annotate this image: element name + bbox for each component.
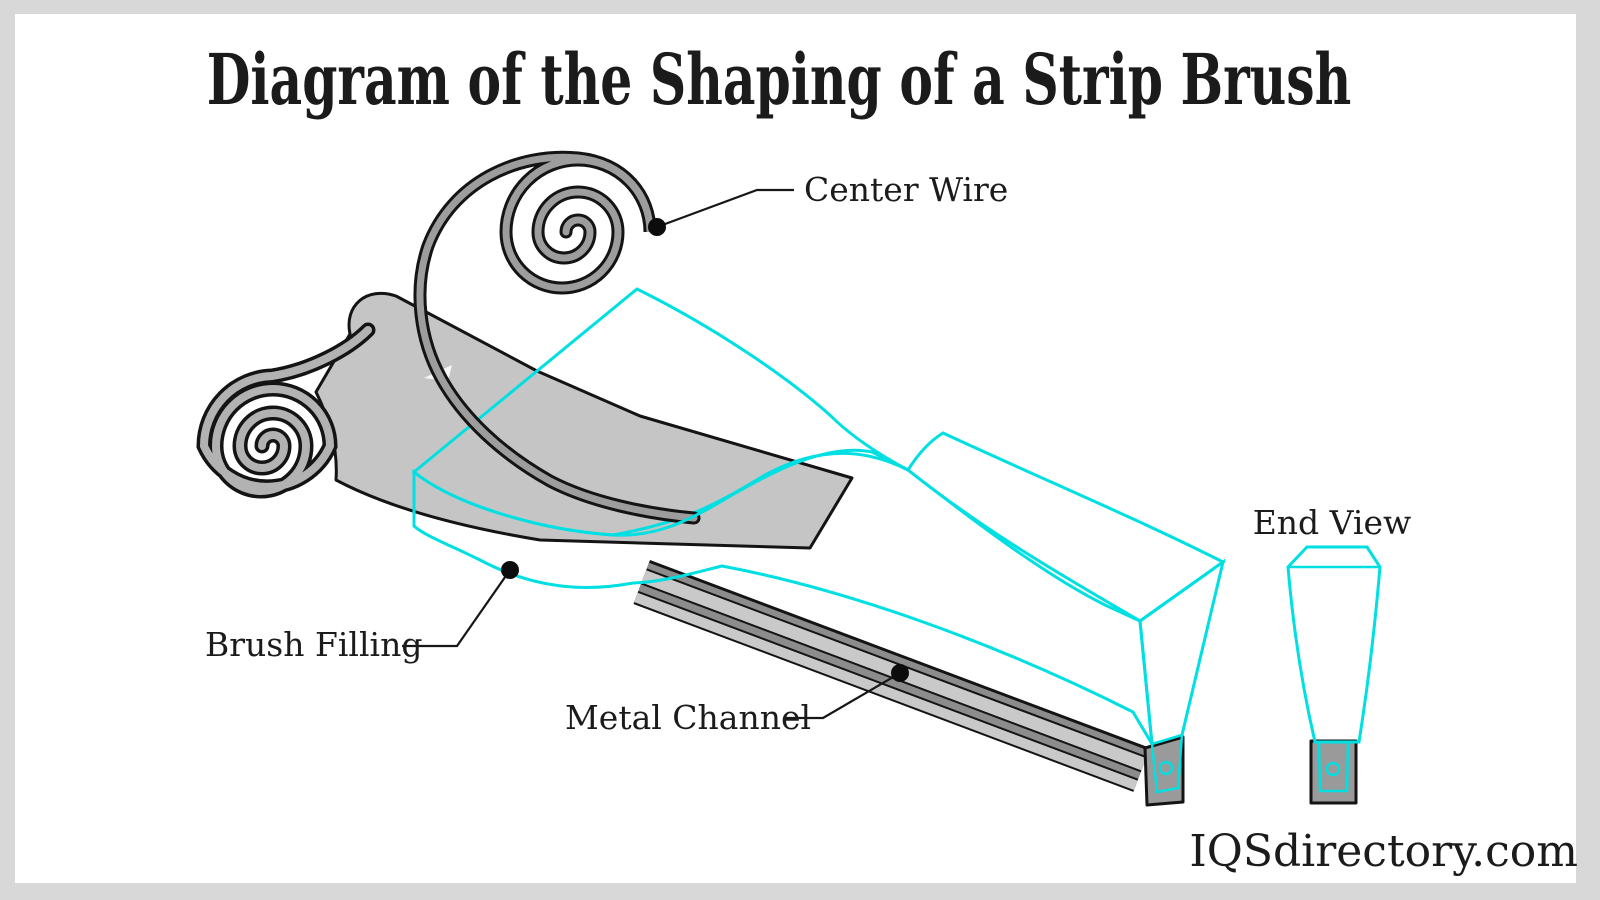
label-center-wire: Center Wire — [804, 170, 1008, 209]
label-brush-filling: Brush Filling — [205, 625, 422, 664]
wire-end-circle — [1158, 760, 1174, 776]
brush-end-face — [1138, 558, 1226, 746]
leader-line-brush-filling — [402, 569, 511, 648]
watermark: IQSdirectory.com — [1189, 826, 1578, 877]
end-view-brush-body — [1286, 545, 1382, 744]
end-view-drawing: End View — [1253, 503, 1412, 805]
end-view-channel — [1309, 739, 1358, 805]
label-metal-channel: Metal Channel — [565, 698, 811, 737]
brush-top-right-surface — [906, 431, 1226, 623]
leader-line-metal-channel — [785, 672, 901, 720]
page-title: Diagram of the Shaping of a Strip Brush — [207, 40, 1352, 121]
annotations: Center Wire Brush Filling Metal Channel — [205, 170, 1008, 737]
end-view-label: End View — [1253, 503, 1412, 542]
brush-end-tongue — [1150, 733, 1184, 794]
end-view-tongue — [1317, 740, 1350, 793]
center-wire-path — [413, 150, 701, 525]
rolled-strip-shape — [196, 291, 854, 550]
end-view-wire-circle — [1325, 761, 1341, 777]
metal-channel-end-cap — [1143, 735, 1185, 807]
leader-dot-center-wire — [648, 218, 666, 236]
leader-dot-metal-channel — [891, 664, 909, 682]
leader-line-center-wire — [656, 188, 794, 229]
metal-channel-bar — [633, 559, 1150, 792]
brush-front-face — [412, 448, 1154, 745]
leader-dot-brush-filling — [501, 561, 519, 579]
diagram-canvas — [15, 14, 1576, 883]
